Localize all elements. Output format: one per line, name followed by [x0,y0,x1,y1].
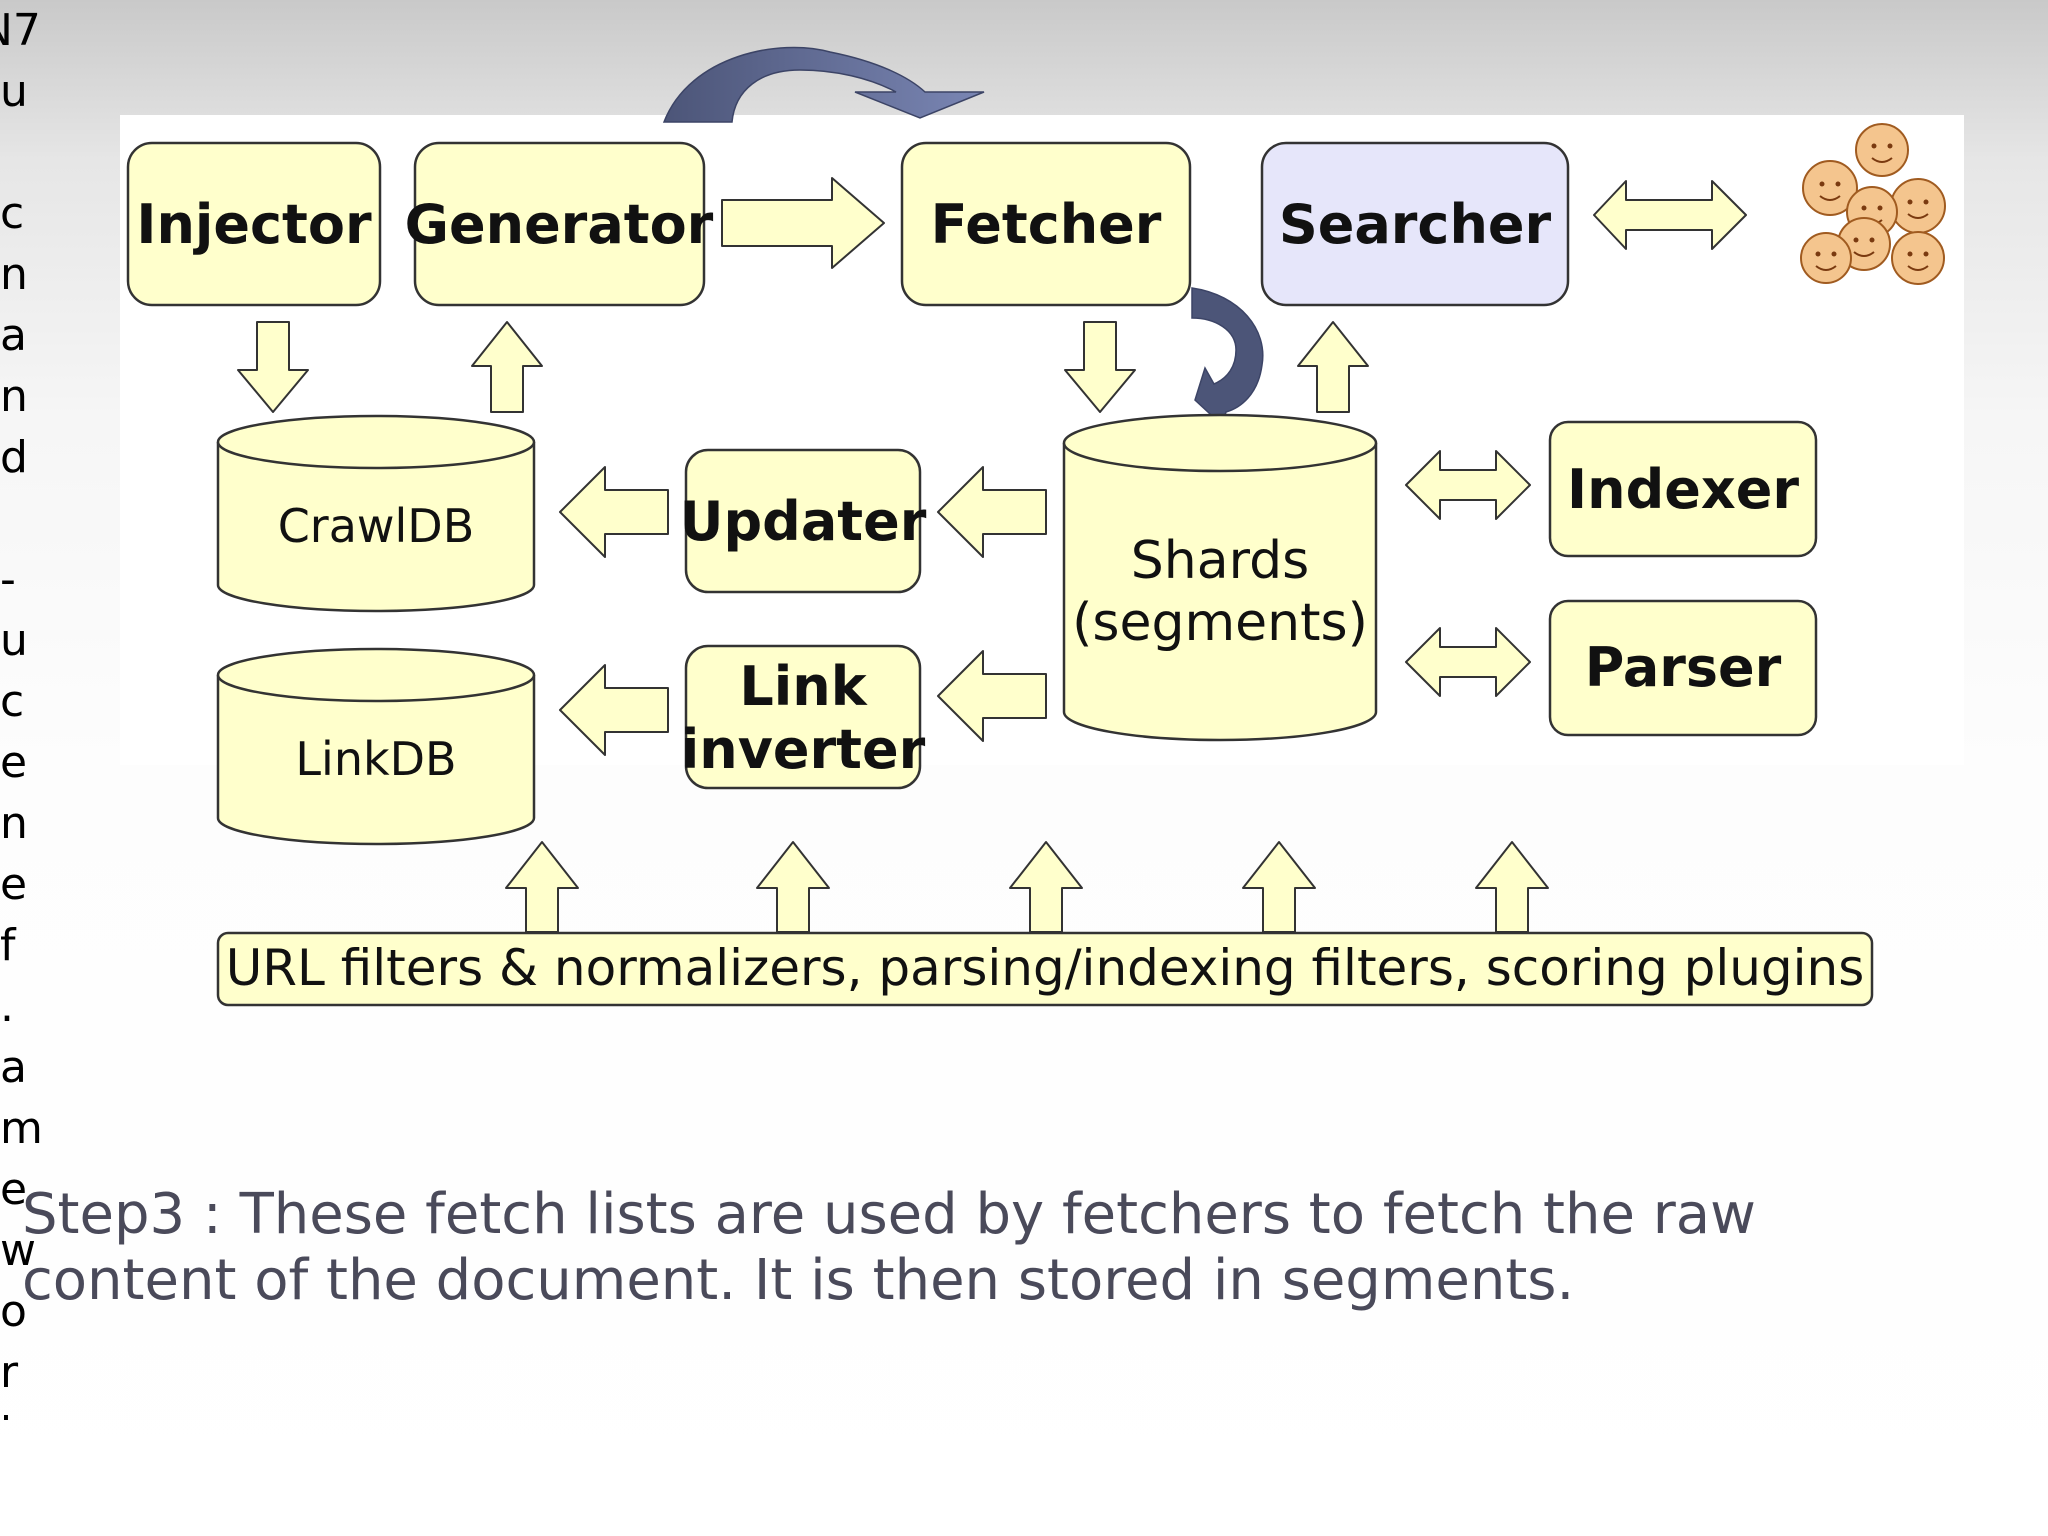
generator-label: Generator [405,193,714,256]
updater-label: Updater [680,490,927,553]
arrow-searcher-users [1593,180,1747,250]
curved-arrow-icon [662,46,985,123]
users-crowd-icon [1800,123,1946,285]
arrow-plugins-up-1 [505,841,579,933]
plugins-bar-label: URL filters & normalizers, parsing/index… [226,939,1865,997]
arrow-plugins-up-4 [1242,841,1316,933]
curved-arrow-icon [1191,287,1264,427]
crawldb-label: CrawlDB [278,499,475,553]
arrow-plugins-up-5 [1475,841,1549,933]
shards-label-line1: Shards [1131,531,1309,591]
arrow-shards-to-updater [937,466,1047,558]
link-inverter-label-line1: Link [739,655,867,718]
slide-caption: Step3 : These fetch lists are used by fe… [22,1182,1982,1314]
arrow-shards-to-inverter [937,650,1047,742]
arrow-plugins-up-3 [1009,841,1083,933]
arrow-shards-to-searcher [1297,321,1369,413]
arrow-injector-to-crawldb [237,321,309,413]
injector-node: Injector [126,141,382,307]
crawldb-cylinder: CrawlDB [216,414,536,613]
parser-node: Parser [1548,599,1818,737]
arrow-shards-parser [1405,627,1531,697]
arrow-shards-indexer [1405,450,1531,520]
generator-node: Generator [405,141,714,307]
arrow-generator-to-fetcher [721,177,885,269]
parser-label: Parser [1585,636,1782,699]
indexer-label: Indexer [1567,458,1799,521]
arrow-updater-to-crawldb [559,466,669,558]
caption-line-1: Step3 : These fetch lists are used by fe… [22,1182,1756,1247]
link-inverter-label-line2: inverter [681,718,926,781]
shards-cylinder: Shards (segments) [1062,413,1378,742]
fetcher-node: Fetcher [900,141,1192,307]
linkdb-cylinder: LinkDB [216,647,536,846]
searcher-node: Searcher [1260,141,1570,307]
fetcher-label: Fetcher [931,193,1162,256]
arrow-crawldb-to-generator [471,321,543,413]
link-inverter-node: Link inverter [681,644,926,790]
side-text-fragment: N7 u c n a n d - u c e n e f . a m e w o… [0,5,43,1420]
updater-node: Updater [680,448,927,594]
arrow-plugins-up-2 [756,841,830,933]
searcher-label: Searcher [1279,193,1552,256]
injector-label: Injector [136,193,372,256]
arrow-inverter-to-linkdb [559,664,669,756]
linkdb-label: LinkDB [295,732,456,786]
caption-line-2: content of the document. It is then stor… [22,1248,1575,1313]
arrow-fetcher-to-shards [1064,321,1136,413]
plugins-bar: URL filters & normalizers, parsing/index… [216,931,1874,1007]
shards-label-line2: (segments) [1072,593,1368,653]
indexer-node: Indexer [1548,420,1818,558]
